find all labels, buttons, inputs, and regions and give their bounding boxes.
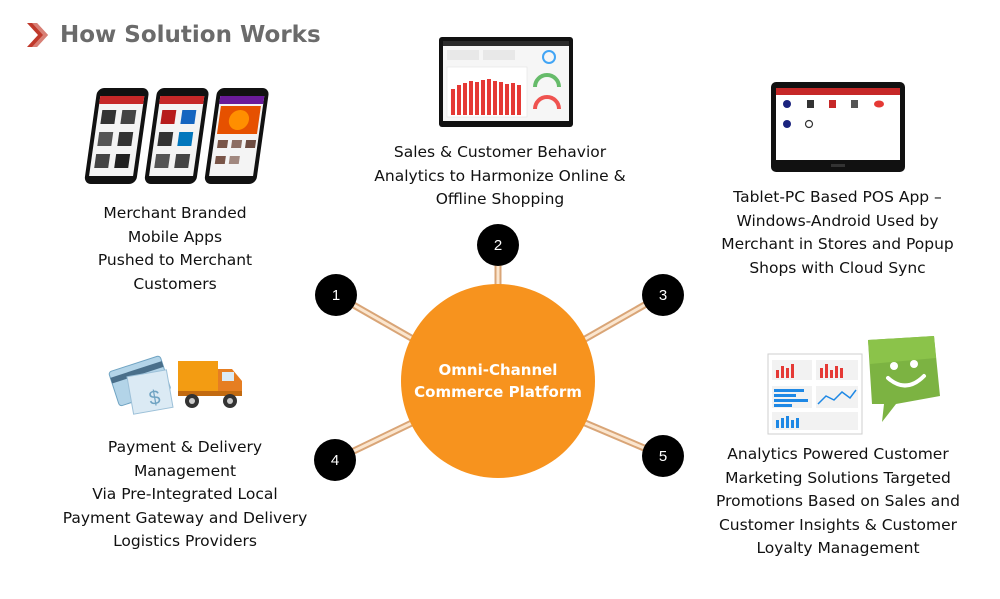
hub-label-line-2: Commerce Platform bbox=[414, 383, 582, 401]
analytics-dashboard-image bbox=[439, 37, 573, 127]
node-5-line-5: Loyalty Management bbox=[756, 539, 920, 557]
node-1-caption: Merchant Branded Mobile Apps Pushed to M… bbox=[60, 202, 290, 296]
node-2-line-3: Offline Shopping bbox=[435, 190, 565, 208]
pos-tablet-image bbox=[771, 82, 905, 172]
badge-1-number: 1 bbox=[332, 287, 340, 304]
hub-circle bbox=[401, 284, 595, 478]
badge-3: 3 bbox=[642, 274, 684, 316]
node-2-caption: Sales & Customer Behavior Analytics to H… bbox=[355, 141, 645, 212]
node-4-line-4: Payment Gateway and Delivery bbox=[62, 508, 308, 527]
mobile-apps-image bbox=[84, 88, 269, 184]
node-5-caption: Analytics Powered Customer Marketing Sol… bbox=[688, 443, 988, 561]
title-text: How Solution Works bbox=[60, 22, 321, 48]
node-3-caption: Tablet-PC Based POS App – Windows-Androi… bbox=[695, 186, 980, 280]
node-5-line-2: Marketing Solutions Targeted bbox=[725, 468, 951, 487]
node-3-line-1: Tablet-PC Based POS App – bbox=[733, 188, 942, 206]
payment-delivery-icon: $ bbox=[108, 355, 242, 415]
node-3-line-2: Windows-Android Used by bbox=[736, 211, 939, 230]
marketing-analytics-image bbox=[767, 336, 940, 435]
node-5-line-1: Analytics Powered Customer bbox=[727, 445, 949, 463]
node-4-caption: Payment & Delivery Management Via Pre-In… bbox=[40, 436, 330, 554]
node-2-line-1: Sales & Customer Behavior bbox=[393, 143, 607, 161]
node-4-line-3: Via Pre-Integrated Local bbox=[92, 485, 278, 503]
node-2-line-2: Analytics to Harmonize Online & bbox=[374, 166, 626, 185]
node-3-line-4: Shops with Cloud Sync bbox=[749, 258, 926, 277]
hub-label-line-1: Omni-Channel bbox=[438, 361, 558, 379]
badge-2: 2 bbox=[477, 224, 519, 266]
badge-5-number: 5 bbox=[659, 448, 667, 465]
node-5-line-3: Promotions Based on Sales and bbox=[716, 492, 960, 510]
node-4-line-2: Management bbox=[133, 461, 237, 480]
badge-1: 1 bbox=[315, 274, 357, 316]
badge-3-number: 3 bbox=[659, 287, 667, 304]
node-1-line-2: Mobile Apps bbox=[127, 227, 223, 246]
badge-2-number: 2 bbox=[494, 237, 502, 254]
node-4-line-1: Payment & Delivery bbox=[107, 438, 263, 456]
svg-text:$: $ bbox=[147, 386, 162, 410]
badge-4-number: 4 bbox=[331, 452, 339, 469]
node-1-line-4: Customers bbox=[133, 274, 217, 293]
chevron-icon bbox=[27, 23, 48, 47]
node-3-line-3: Merchant in Stores and Popup bbox=[721, 235, 954, 253]
node-4-line-5: Logistics Providers bbox=[113, 532, 257, 550]
hub-label: Omni-Channel Commerce Platform bbox=[408, 359, 588, 403]
badge-5: 5 bbox=[642, 435, 684, 477]
node-5-line-4: Customer Insights & Customer bbox=[718, 515, 958, 534]
node-1-line-1: Merchant Branded bbox=[103, 204, 247, 222]
badge-4: 4 bbox=[314, 439, 356, 481]
page-title: How Solution Works bbox=[24, 18, 321, 52]
node-1-line-3: Pushed to Merchant bbox=[97, 251, 253, 269]
